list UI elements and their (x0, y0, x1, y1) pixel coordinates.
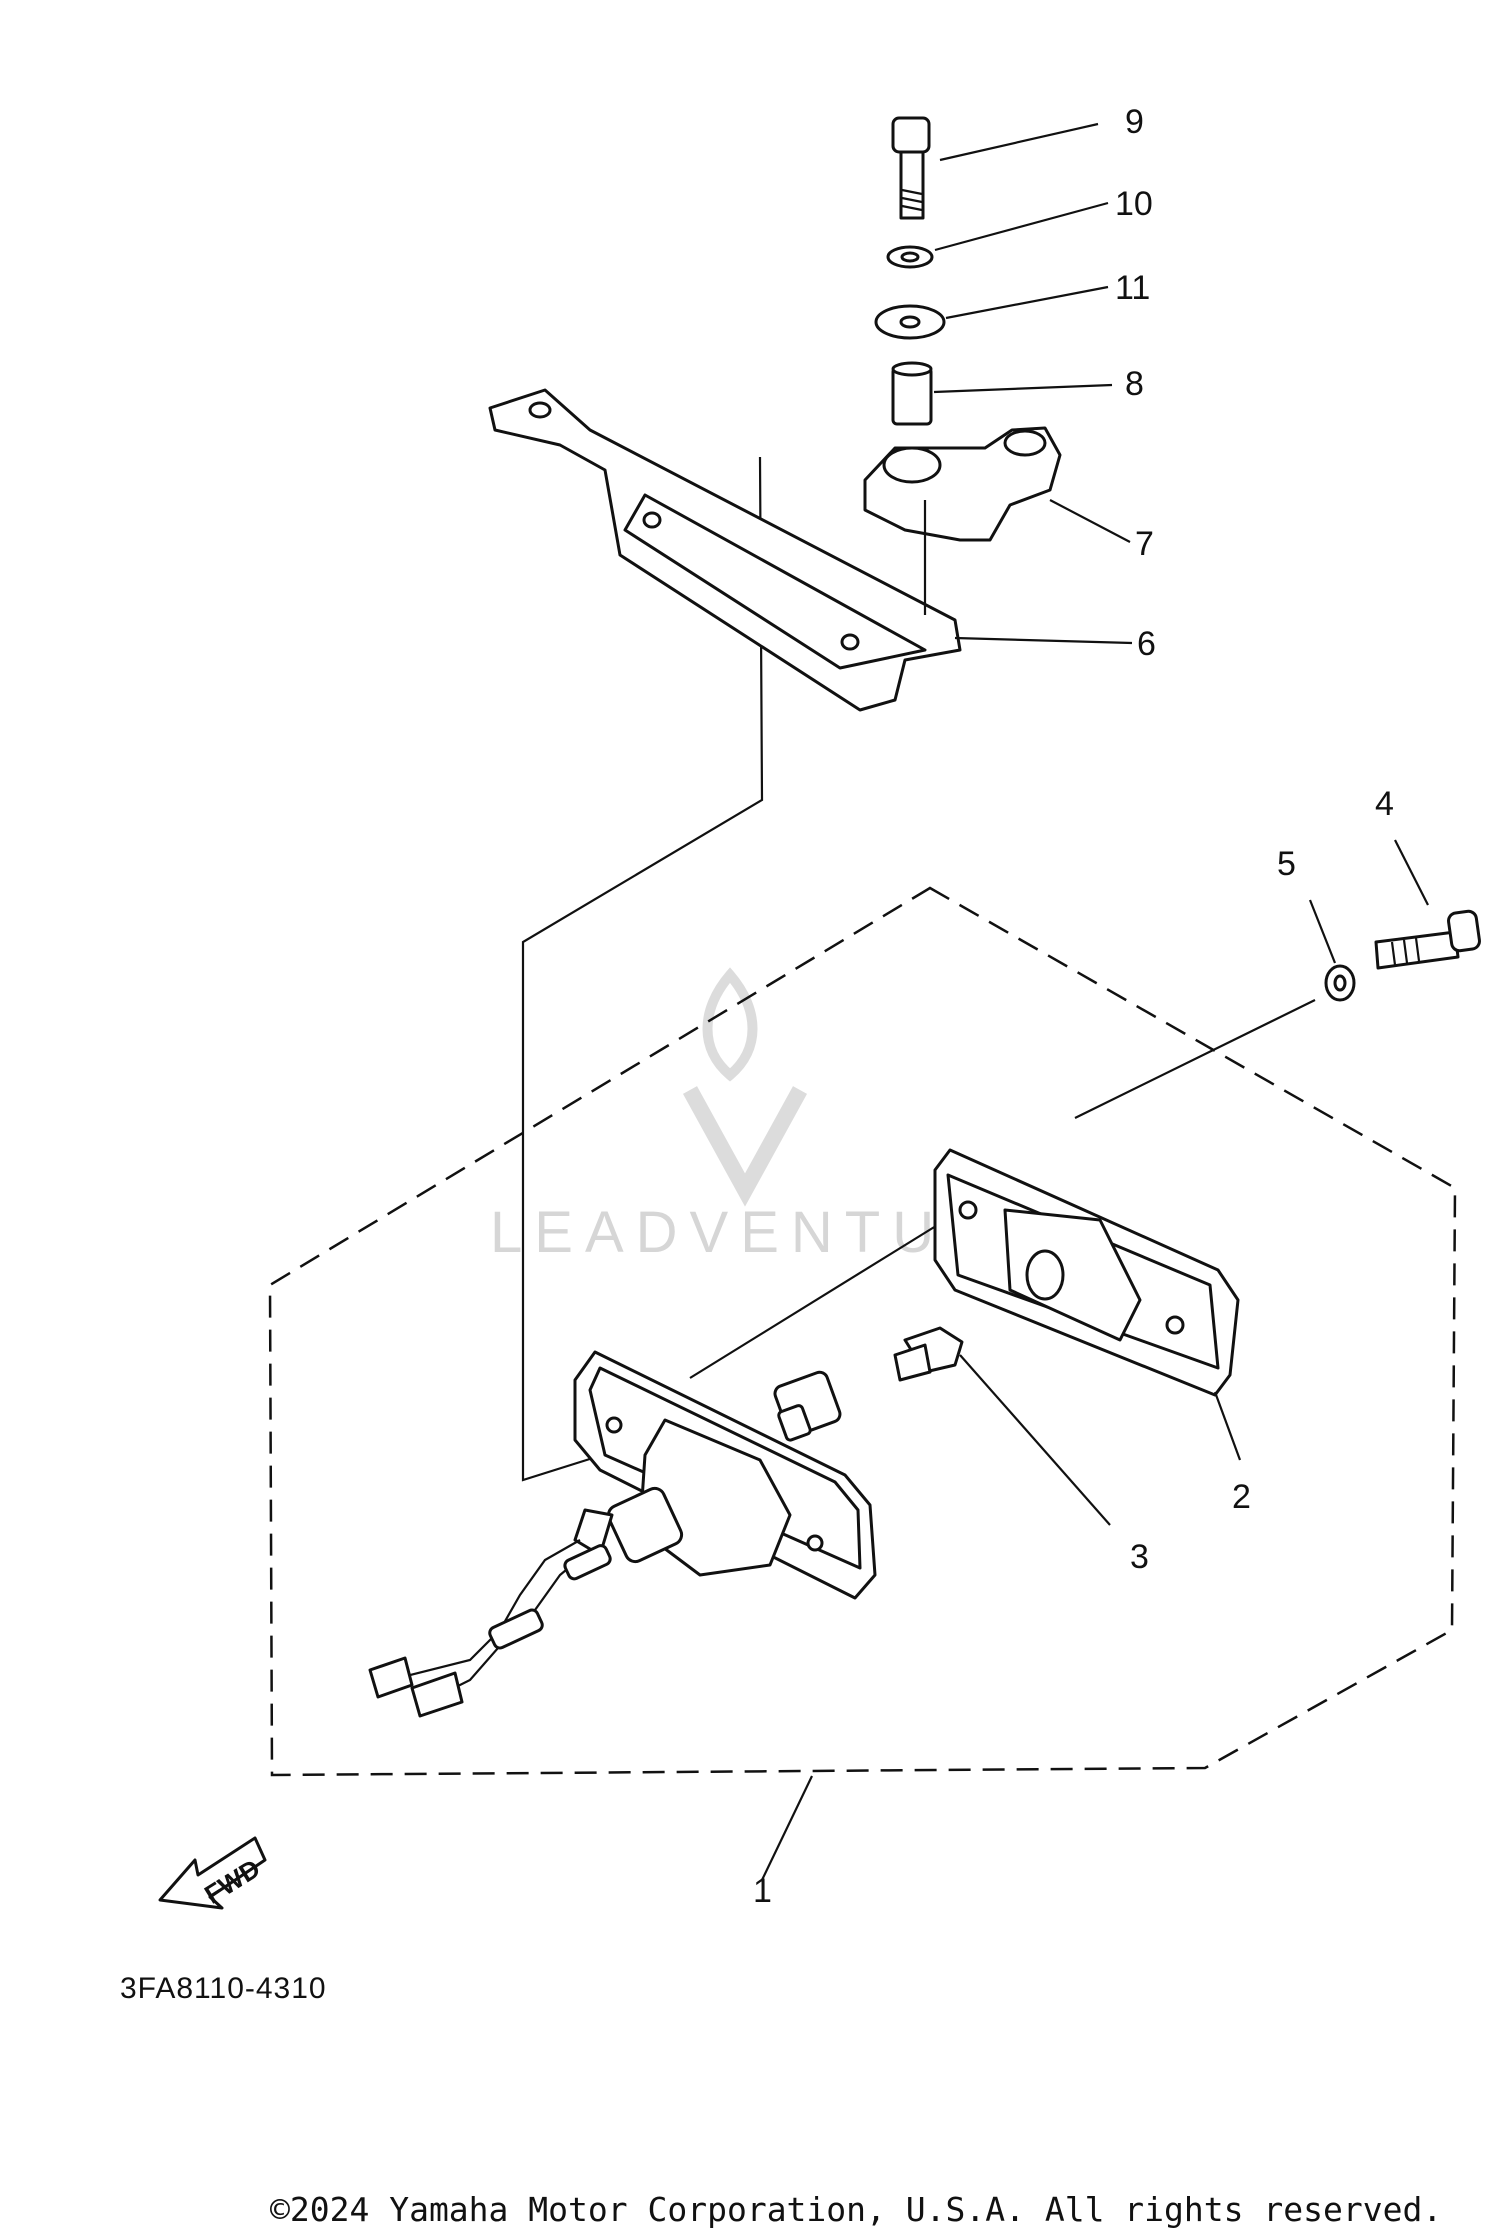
part-3-bulb (893, 1326, 1111, 1526)
assembly-boundary (268, 886, 1457, 1777)
alignment-line-screw (1074, 999, 1316, 1119)
part-10-lock-washer (886, 201, 1109, 269)
part-4-screw (1374, 839, 1481, 970)
callout-2: 2 (1232, 1478, 1251, 1516)
part-9-bolt (891, 116, 1099, 220)
callout-5: 5 (1277, 845, 1296, 883)
callout-4: 4 (1375, 785, 1394, 823)
leader-bracket-to-lamp (521, 456, 764, 1482)
alignment-line-lens (689, 1207, 966, 1379)
callout-7: 7 (1135, 525, 1154, 563)
callouts: 9 10 11 8 7 6 4 5 2 3 1 (753, 103, 1394, 1910)
part-5-washer (1308, 899, 1356, 1002)
copyright-notice: ©2024 Yamaha Motor Corporation, U.S.A. A… (270, 2190, 1443, 2229)
part-7-arm (863, 426, 1131, 543)
part-6-bracket (488, 388, 1133, 712)
callout-11: 11 (1115, 269, 1150, 307)
callout-9: 9 (1125, 103, 1144, 141)
fwd-arrow-icon: FWD (158, 1836, 267, 1910)
drawing-code: 3FA8110-4310 (120, 1972, 327, 2005)
part-11-washer (874, 285, 1109, 340)
callout-3: 3 (1130, 1538, 1149, 1576)
callout-8: 8 (1125, 365, 1144, 403)
callout-10: 10 (1115, 185, 1153, 223)
callout-6: 6 (1137, 625, 1156, 663)
part-2-lens (933, 1148, 1242, 1461)
part-1-lamp-housing (368, 1350, 877, 1881)
callout-1: 1 (753, 1872, 772, 1910)
part-8-collar (891, 361, 1113, 426)
